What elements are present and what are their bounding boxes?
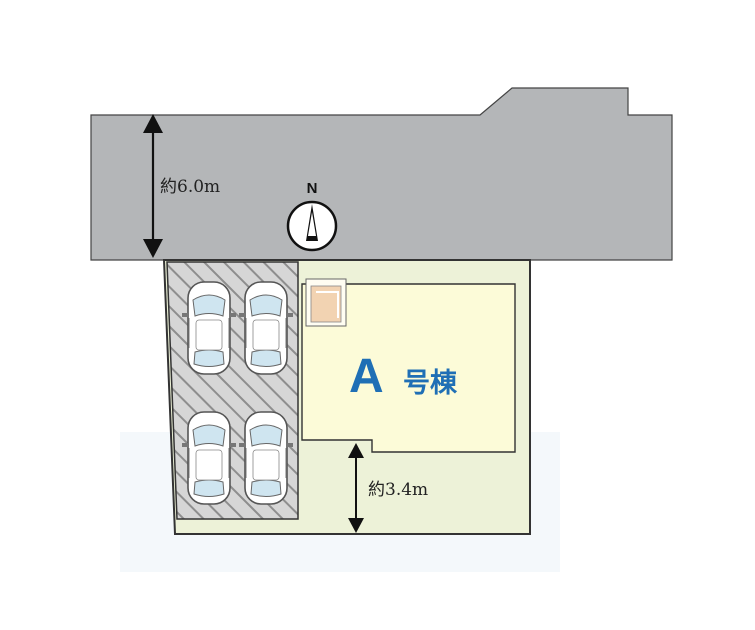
- road-width-arrow-bottom: [143, 239, 163, 258]
- north-label: N: [307, 180, 318, 197]
- building-letter: A: [349, 350, 384, 403]
- compass-icon: [286, 200, 338, 252]
- parking-car-4: [238, 411, 294, 505]
- parking-car-1: [181, 281, 237, 375]
- parking-car-2: [238, 281, 294, 375]
- building: [301, 283, 516, 453]
- setback-label: 約3.4m: [368, 480, 428, 500]
- road-width-label: 約6.0m: [160, 177, 220, 197]
- setback-arrow-top: [348, 443, 364, 458]
- setback-arrow-bottom: [348, 518, 364, 533]
- road-width-arrow-top: [143, 114, 163, 133]
- road: [90, 87, 673, 261]
- entrance-step: [316, 291, 339, 318]
- parking-car-3: [181, 411, 237, 505]
- building-suffix: 号棟: [403, 368, 458, 399]
